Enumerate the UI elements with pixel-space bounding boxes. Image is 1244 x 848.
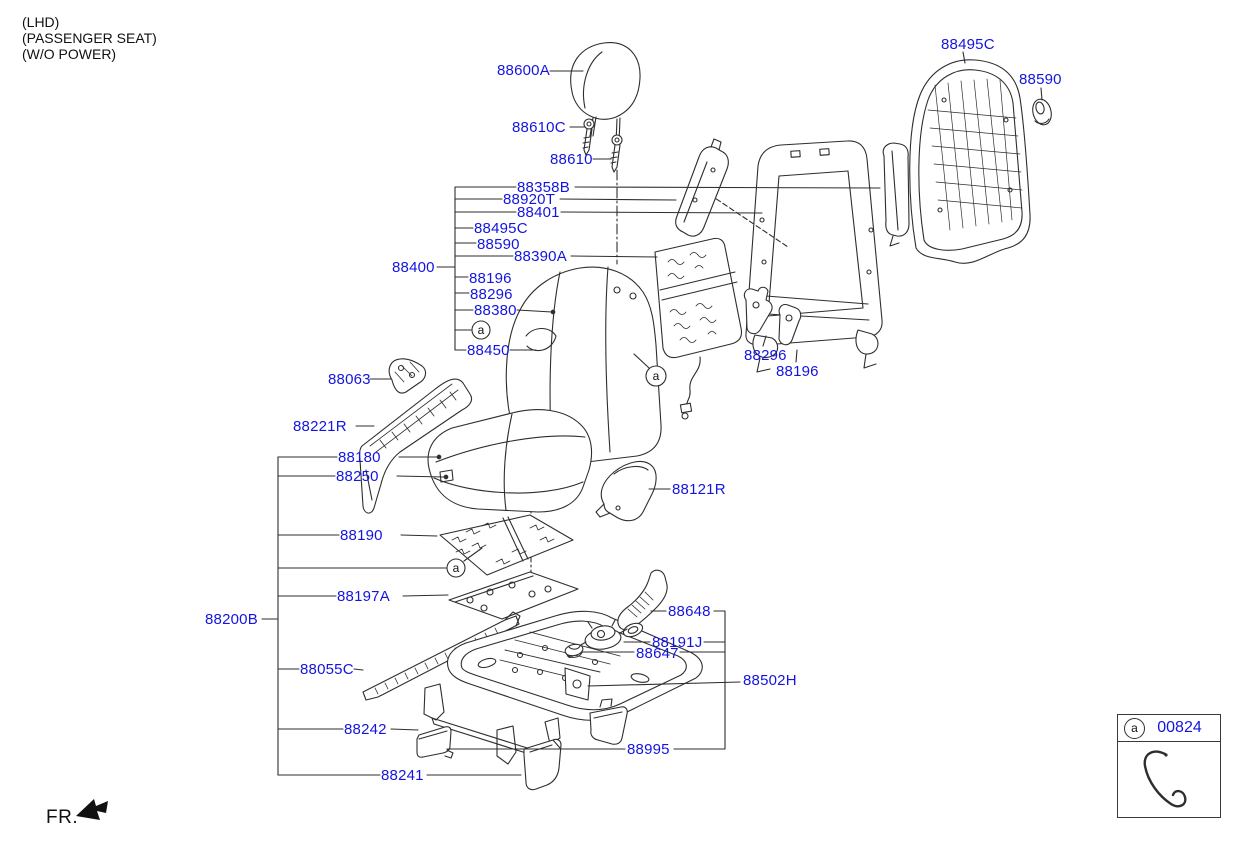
legend-part-number[interactable]: 00824 bbox=[1157, 719, 1202, 736]
note-passenger-seat: (PASSENGER SEAT) bbox=[22, 30, 157, 46]
seatback-frame-drawing bbox=[745, 140, 883, 373]
callout-88190[interactable]: 88190 bbox=[340, 527, 383, 544]
headrest-guide-drawings bbox=[582, 118, 623, 173]
side-rail-cover-drawing bbox=[362, 611, 521, 701]
callout-88221R[interactable]: 88221R bbox=[293, 418, 347, 435]
callout-88197A[interactable]: 88197A bbox=[337, 588, 390, 605]
back-panel-drawing bbox=[909, 59, 1031, 264]
callout-88250[interactable]: 88250 bbox=[336, 468, 379, 485]
note-lhd: (LHD) bbox=[22, 14, 60, 30]
shield-inner-lh-drawing bbox=[359, 378, 473, 514]
side-airbag-drawing bbox=[675, 138, 729, 237]
callout-88400[interactable]: 88400 bbox=[392, 259, 435, 276]
legend-body bbox=[1118, 742, 1220, 815]
callout-88995[interactable]: 88995 bbox=[627, 741, 670, 758]
seat-cushion-drawing bbox=[427, 409, 593, 513]
callout-88610[interactable]: 88610 bbox=[550, 151, 593, 168]
recliner-bracket-drawings bbox=[743, 286, 802, 346]
note-wo-power: (W/O POWER) bbox=[22, 46, 117, 62]
blower-knob-drawing bbox=[564, 643, 584, 658]
hog-ring-drawing bbox=[1143, 749, 1187, 807]
duct-drawing bbox=[617, 569, 668, 638]
fr-arrow-icon bbox=[76, 799, 108, 820]
callout-88401[interactable]: 88401 bbox=[517, 204, 560, 221]
callout-88380[interactable]: 88380 bbox=[474, 302, 517, 319]
legend-ref-marker: a bbox=[1124, 717, 1145, 739]
callout-88450[interactable]: 88450 bbox=[467, 342, 510, 359]
callout-88055C[interactable]: 88055C bbox=[300, 661, 354, 678]
callout-88390A[interactable]: 88390A bbox=[514, 248, 567, 265]
callout-88495C[interactable]: 88495C bbox=[941, 36, 995, 53]
track-cover-box-drawing bbox=[416, 726, 454, 759]
track-support-drawing bbox=[589, 698, 628, 745]
suspension-mat-drawing bbox=[654, 237, 743, 420]
headrest-drawing bbox=[570, 42, 641, 144]
legend-header: a 00824 bbox=[1118, 715, 1220, 742]
callout-88191J[interactable]: 88191J bbox=[652, 634, 703, 651]
svg-text:a: a bbox=[478, 323, 485, 337]
callout-88196-stack[interactable]: 88196 bbox=[469, 270, 512, 287]
belt-guide-drawing bbox=[882, 142, 910, 247]
callout-88648[interactable]: 88648 bbox=[668, 603, 711, 620]
callout-88296[interactable]: 88296 bbox=[744, 347, 787, 364]
callout-88180[interactable]: 88180 bbox=[338, 449, 381, 466]
svg-text:a: a bbox=[453, 561, 460, 575]
ref-marker-1: a bbox=[471, 320, 491, 340]
callout-88502H[interactable]: 88502H bbox=[743, 672, 797, 689]
legend-box: a 00824 bbox=[1117, 714, 1221, 818]
callout-88647[interactable]: 88647 bbox=[636, 645, 679, 662]
callout-88920T[interactable]: 88920T bbox=[503, 191, 556, 208]
track-cover-front-drawing bbox=[523, 738, 562, 791]
callout-88196[interactable]: 88196 bbox=[776, 363, 819, 380]
grommet-drawing bbox=[1032, 98, 1052, 126]
callout-88590-stack[interactable]: 88590 bbox=[477, 236, 520, 253]
callout-88121R[interactable]: 88121R bbox=[672, 481, 726, 498]
fr-label: FR. bbox=[46, 807, 79, 828]
blower-drawing bbox=[578, 619, 628, 650]
callout-88241[interactable]: 88241 bbox=[381, 767, 424, 784]
callout-88495C-stack[interactable]: 88495C bbox=[474, 220, 528, 237]
callout-88296-stack[interactable]: 88296 bbox=[470, 286, 513, 303]
locator-dashed-line bbox=[702, 189, 789, 248]
callout-88600A[interactable]: 88600A bbox=[497, 62, 550, 79]
callout-88063[interactable]: 88063 bbox=[328, 371, 371, 388]
leader-lines bbox=[261, 51, 1043, 776]
callout-88610C[interactable]: 88610C bbox=[512, 119, 566, 136]
shield-outer-rh-drawing bbox=[595, 460, 657, 522]
ref-marker-3: a bbox=[446, 558, 466, 578]
shield-bracket-drawing bbox=[388, 358, 427, 394]
cushion-heater-drawing bbox=[439, 514, 574, 576]
callout-88200B[interactable]: 88200B bbox=[205, 611, 258, 628]
callout-88242[interactable]: 88242 bbox=[344, 721, 387, 738]
callout-88358B[interactable]: 88358B bbox=[517, 179, 570, 196]
track-assembly-drawing bbox=[423, 610, 703, 765]
callout-88590[interactable]: 88590 bbox=[1019, 71, 1062, 88]
ref-marker-2: a bbox=[633, 353, 667, 387]
cushion-pan-pad-drawing bbox=[448, 571, 579, 620]
svg-text:a: a bbox=[653, 369, 660, 383]
